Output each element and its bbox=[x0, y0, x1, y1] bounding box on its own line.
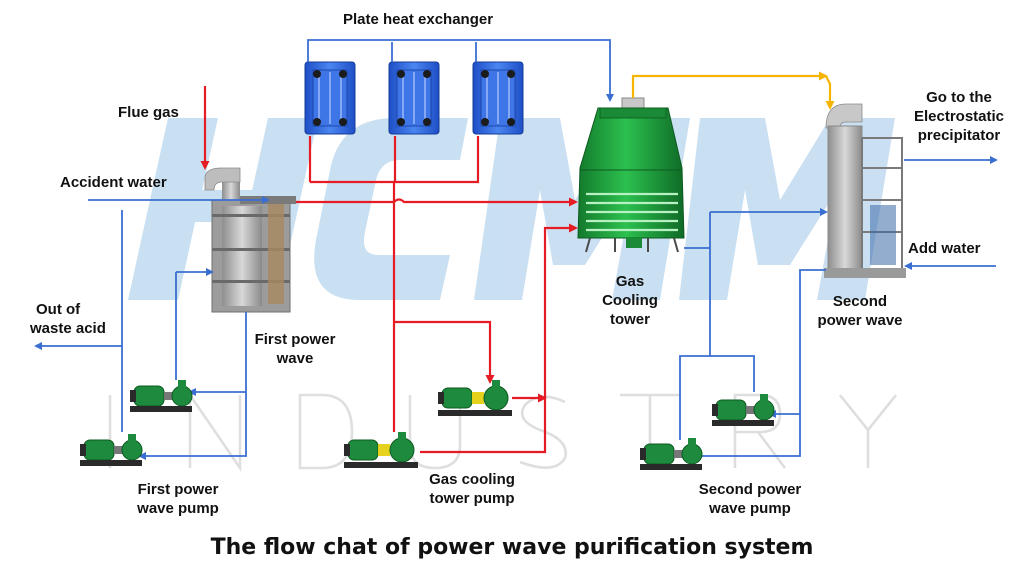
add-water-label: Add water bbox=[908, 240, 981, 257]
second-power-wave-line-2: power wave bbox=[817, 312, 903, 329]
plate-heat-exchanger-1 bbox=[304, 61, 356, 135]
go-to-esp-line-1: Go to the bbox=[926, 89, 992, 106]
accident-water-label: Accident water bbox=[60, 174, 167, 191]
second-power-wave-pump-lower bbox=[640, 438, 703, 470]
plate-heat-exchangers bbox=[304, 61, 524, 135]
go-to-esp-line-2: Electrostatic bbox=[913, 108, 1005, 125]
second-power-wave-label: Second power wave bbox=[800, 292, 920, 330]
plate-heat-exchanger-2 bbox=[388, 61, 440, 135]
gas-cooling-tower-pump-lower bbox=[344, 432, 418, 468]
gas-cooling-tower-line-1: Gas bbox=[615, 273, 645, 290]
second-power-wave-pump-label: Second power wave pump bbox=[680, 480, 820, 518]
flue-gas-label: Flue gas bbox=[118, 104, 179, 121]
blue-flow-lines bbox=[34, 39, 998, 460]
go-to-esp-label: Go to the Electrostatic precipitator bbox=[900, 88, 1018, 145]
gas-cooling-tower bbox=[577, 97, 685, 253]
first-power-wave-label: First power wave bbox=[240, 330, 350, 368]
watermark-word bbox=[108, 390, 898, 473]
plate-heat-exchanger-label: Plate heat exchanger bbox=[343, 11, 494, 28]
first-power-wave-line-2: wave bbox=[276, 350, 314, 367]
second-power-wave-line-1: Second bbox=[832, 293, 888, 310]
plate-heat-exchanger-3 bbox=[472, 61, 524, 135]
red-flow-lines bbox=[200, 86, 578, 454]
gas-cooling-tower-label: Gas Cooling tower bbox=[584, 272, 676, 329]
tower-pump-return-line bbox=[420, 223, 578, 454]
gas-transfer-line bbox=[631, 71, 828, 98]
gas-cooling-tower-pump-upper bbox=[438, 380, 512, 416]
gas-cooling-tower-pump-line-1: Gas cooling bbox=[429, 471, 515, 488]
gas-cooling-tower-line-2: Cooling bbox=[602, 292, 658, 309]
first-power-wave-line-1: First power bbox=[254, 331, 336, 348]
first-power-wave-pump-label: First power wave pump bbox=[118, 480, 238, 518]
heat-exchanger-return-line bbox=[308, 136, 480, 184]
diagram-title: The flow chat of power wave purification… bbox=[210, 535, 814, 560]
gas-cooling-tower-line-3: tower bbox=[609, 311, 650, 328]
second-power-wave-unit bbox=[824, 103, 906, 278]
gas-transfer-drop-line bbox=[825, 75, 835, 110]
second-power-wave-pump-upper bbox=[712, 394, 775, 426]
out-of-waste-acid-line-2: waste acid bbox=[30, 320, 106, 337]
out-of-waste-acid-label: Out of waste acid bbox=[30, 300, 106, 338]
out-of-waste-acid-line-1: Out of bbox=[36, 301, 81, 318]
first-power-wave-pump-line-2: wave pump bbox=[137, 500, 219, 517]
heat-exchanger-top-header bbox=[307, 39, 614, 102]
first-power-wave-pump-lower bbox=[80, 434, 143, 466]
go-to-esp-line-3: precipitator bbox=[917, 127, 1001, 144]
first-wave-return-line bbox=[138, 312, 247, 460]
heat-exchanger-branch-line bbox=[394, 320, 495, 384]
second-power-wave-pump-line-1: Second power bbox=[698, 481, 802, 498]
first-power-wave-pump-upper bbox=[130, 380, 193, 412]
first-power-wave-pump-line-1: First power bbox=[137, 481, 219, 498]
gas-cooling-tower-pump-line-2: tower pump bbox=[429, 490, 515, 507]
second-wave-return-line bbox=[688, 269, 826, 460]
second-power-wave-pump-line-2: wave pump bbox=[709, 500, 791, 517]
gas-cooling-tower-pump-label: Gas cooling tower pump bbox=[412, 470, 532, 508]
